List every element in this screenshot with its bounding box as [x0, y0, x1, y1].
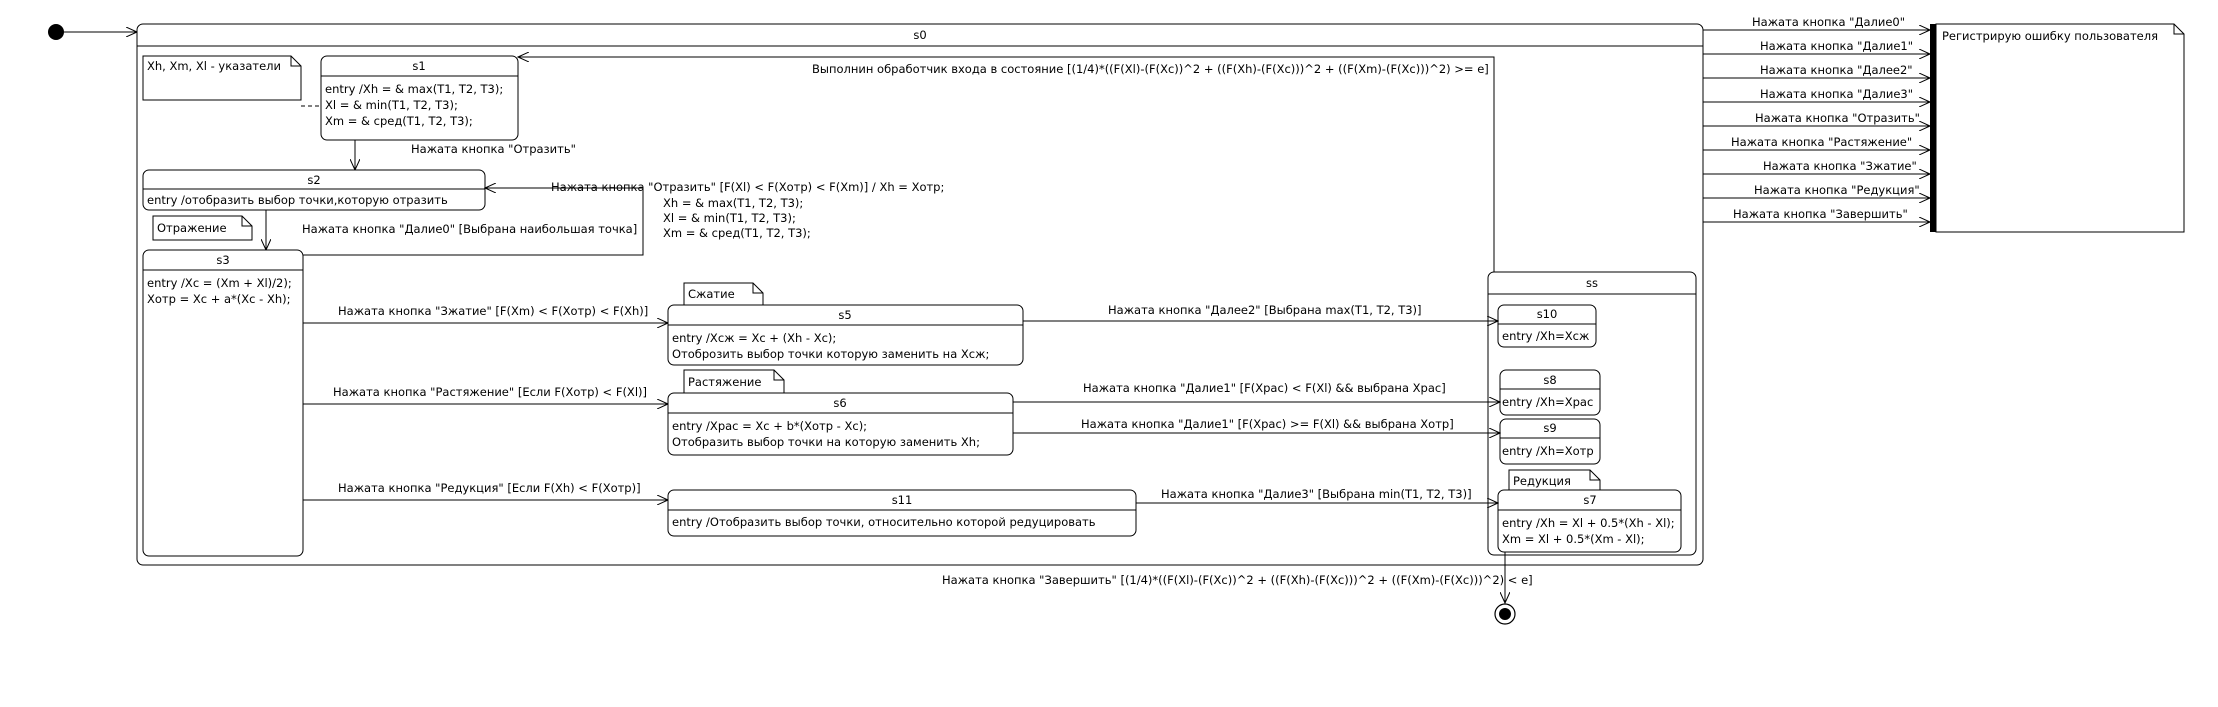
state-s2: s2 entry /отобразить выбор точки,которую…: [142, 169, 486, 211]
transition-s6-s8-label: Нажата кнопка "Далие1" [F(Xрас) < F(Xl) …: [1083, 381, 1446, 395]
error-transition-label: Нажата кнопка "Отразить": [1755, 111, 1920, 125]
error-transition-label: Нажата кнопка "Завершить": [1733, 207, 1908, 221]
note-redukciya-text: Редукция: [1513, 474, 1571, 488]
state-s2-line: entry /отобразить выбор точки,которую от…: [147, 193, 448, 207]
state-s7-line: Xm = Xl + 0.5*(Xm - Xl);: [1502, 532, 1645, 546]
state-s7-line: entry /Xh = Xl + 0.5*(Xh - Xl);: [1502, 516, 1675, 530]
state-s0-name: s0: [913, 28, 926, 42]
state-s3: s3 entry /Xc = (Xm + Xl)/2); Xотр = Xc +…: [142, 249, 304, 557]
transition-ss-s1: [518, 57, 1495, 272]
note-redukciya: Редукция: [1508, 469, 1601, 491]
note-szhatie: Сжатие: [683, 282, 764, 306]
transition-s3-s11-label: Нажата кнопка "Редукция" [Если F(Xh) < F…: [338, 481, 641, 495]
error-transition-label: Нажата кнопка "Далие0": [1752, 15, 1905, 29]
state-s7-name: s7: [1583, 493, 1596, 507]
state-s6: s6 entry /Xрас = Xc + b*(Xотр - Xc); Ото…: [667, 392, 1014, 456]
note-pointers: Xh, Xm, Xl - указатели: [142, 55, 302, 101]
note-error: Регистрирую ошибку пользователя: [1935, 23, 2185, 233]
state-s1-line: Xl = & min(T1, T2, T3);: [325, 98, 458, 112]
state-s3-line: Xотр = Xc + a*(Xc - Xh);: [147, 292, 290, 306]
state-s1-line: Xm = & сред(T1, T2, T3);: [325, 114, 473, 128]
state-s10-line: entry /Xh=Xсж: [1502, 329, 1589, 343]
error-transition-label: Нажата кнопка "Растяжение": [1731, 135, 1912, 149]
transition-s11-s7-label: Нажата кнопка "Далие3" [Выбрана min(T1, …: [1161, 487, 1472, 501]
transition-s3-s2-label: Xh = & max(T1, T2, T3);: [663, 196, 803, 210]
transition-s3-s5-label: Нажата кнопка "Зжатие" [F(Xm) < F(Xотр) …: [338, 304, 648, 318]
junction-bar: [1930, 24, 1936, 232]
note-szhatie-text: Сжатие: [688, 287, 735, 301]
state-s2-name: s2: [307, 173, 320, 187]
note-rastyazhenie-text: Растяжение: [688, 375, 761, 389]
state-s1-line: entry /Xh = & max(T1, T2, T3);: [325, 82, 503, 96]
note-pointers-text: Xh, Xm, Xl - указатели: [147, 59, 281, 73]
transition-s1-s2-label: Нажата кнопка "Отразить": [411, 142, 576, 156]
state-s3-name: s3: [216, 253, 229, 267]
note-otrazhenie-text: Отражение: [157, 221, 227, 235]
error-transition-label: Нажата кнопка "Зжатие": [1763, 159, 1917, 173]
state-ss-name: ss: [1586, 276, 1598, 290]
transition-s2-s3-label: Нажата кнопка "Далие0" [Выбрана наибольш…: [302, 222, 637, 236]
transition-ss-s1-label: Выполнин обработчик входа в состояние [(…: [812, 62, 1489, 76]
state-s9-line: entry /Xh=Xотр: [1502, 444, 1594, 458]
transition-s5-s10-label: Нажата кнопка "Далее2" [Выбрана max(T1, …: [1108, 303, 1422, 317]
transition-final-label: Нажата кнопка "Завершить" [(1/4)*((F(Xl)…: [942, 573, 1533, 587]
state-s5-name: s5: [838, 308, 851, 322]
state-s11-line: entry /Отобразить выбор точки, относител…: [672, 515, 1096, 529]
transition-s3-s2-label: Xm = & сред(T1, T2, T3);: [663, 226, 811, 240]
error-transition-label: Нажата кнопка "Далие1": [1760, 39, 1913, 53]
state-s11-name: s11: [892, 493, 913, 507]
state-s10-name: s10: [1537, 307, 1558, 321]
transition-s3-s2-label: Xl = & min(T1, T2, T3);: [663, 211, 796, 225]
transition-s6-s9-label: Нажата кнопка "Далие1" [F(Xрас) >= F(Xl)…: [1081, 417, 1454, 431]
error-transition-label: Нажата кнопка "Далее2": [1760, 63, 1913, 77]
note-rastyazhenie: Растяжение: [683, 369, 785, 394]
state-s5-line: entry /Xсж = Xc + (Xh - Xc);: [672, 331, 836, 345]
state-s3-line: entry /Xc = (Xm + Xl)/2);: [147, 276, 292, 290]
state-s9: s9 entry /Xh=Xотр: [1499, 418, 1601, 465]
note-error-text: Регистрирую ошибку пользователя: [1942, 29, 2158, 43]
state-s5: s5 entry /Xсж = Xc + (Xh - Xc); Отобрози…: [667, 304, 1024, 366]
state-s1: s1 entry /Xh = & max(T1, T2, T3); Xl = &…: [320, 55, 519, 141]
state-s0: s0: [136, 23, 1704, 566]
state-s6-line: entry /Xрас = Xc + b*(Xотр - Xc);: [672, 419, 867, 433]
state-s10: s10 entry /Xh=Xсж: [1497, 304, 1597, 348]
state-s1-name: s1: [412, 59, 425, 73]
state-s9-name: s9: [1543, 421, 1556, 435]
state-s8-line: entry /Xh=Xрас: [1502, 395, 1593, 409]
note-otrazhenie: Отражение: [152, 215, 253, 241]
state-s11: s11 entry /Отобразить выбор точки, относ…: [667, 489, 1137, 537]
state-s7: s7 entry /Xh = Xl + 0.5*(Xh - Xl); Xm = …: [1497, 489, 1682, 553]
error-transition-label: Нажата кнопка "Далие3": [1760, 87, 1913, 101]
state-s6-name: s6: [833, 396, 846, 410]
state-s6-line: Отобразить выбор точки на которую замени…: [672, 435, 980, 449]
error-transition-label: Нажата кнопка "Редукция": [1754, 183, 1920, 197]
initial-state: [48, 24, 64, 40]
state-s5-line: Отоброзить выбор точки которую заменить …: [672, 347, 989, 361]
final-state: [1494, 603, 1516, 625]
state-s8-name: s8: [1543, 373, 1556, 387]
state-s8: s8 entry /Xh=Xрас: [1499, 369, 1601, 416]
transition-s3-s2: [303, 188, 644, 256]
transition-s3-s2-label: Нажата кнопка "Отразить" [F(Xl) < F(Xотр…: [551, 180, 944, 194]
error-transitions: Нажата кнопка "Далие0" Нажата кнопка "Да…: [1703, 15, 1930, 222]
transition-s3-s6-label: Нажата кнопка "Растяжение" [Если F(Xотр)…: [333, 385, 647, 399]
